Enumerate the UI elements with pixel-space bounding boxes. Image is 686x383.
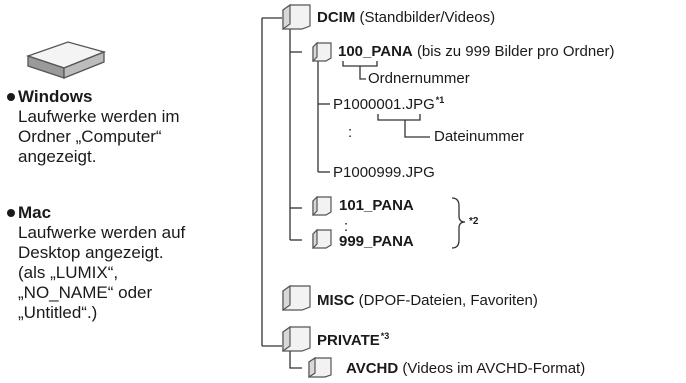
folder-icon: [280, 325, 312, 357]
windows-section: Windows Laufwerke werden im Ordner „Comp…: [7, 87, 180, 167]
folder-icon: [307, 356, 333, 383]
mac-line-2: Desktop angezeigt.: [18, 243, 164, 262]
mac-line-5: „Untitled“.): [18, 303, 98, 322]
pana100-name: 100_PANA: [338, 43, 413, 60]
file-first-mark: *1: [435, 95, 445, 105]
bullet-icon: [7, 93, 15, 101]
folder-icon: [280, 284, 312, 316]
dcim-name: DCIM: [317, 9, 356, 26]
avchd-desc: (Videos im AVCHD-Format): [402, 360, 586, 377]
mac-section: Mac Laufwerke werden auf Desktop angezei…: [7, 203, 185, 323]
dcim-row: DCIM (Standbilder/Videos): [317, 9, 495, 27]
misc-name: MISC: [317, 292, 355, 309]
private-name: PRIVATE: [317, 332, 380, 349]
folder-icon: [311, 195, 333, 221]
mac-line-3: (als „LUMIX“,: [18, 263, 119, 282]
mac-line-4: „NO_NAME“ oder: [18, 283, 153, 302]
folder-icon: [280, 3, 312, 35]
file-first-row: P1000001.JPG*1: [333, 95, 445, 115]
colon-2: :: [344, 218, 349, 235]
windows-title: Windows: [18, 87, 93, 106]
folder-icon: [311, 41, 333, 67]
misc-desc: (DPOF-Dateien, Favoriten): [358, 292, 538, 309]
mac-title: Mac: [18, 203, 52, 222]
drive-icon: [24, 38, 108, 87]
avchd-row: AVCHD (Videos im AVCHD-Format): [346, 360, 585, 378]
mac-line-1: Laufwerke werden auf: [18, 223, 186, 242]
colon-1: :: [348, 124, 353, 141]
misc-row: MISC (DPOF-Dateien, Favoriten): [317, 292, 538, 310]
windows-line-3: angezeigt.: [18, 147, 97, 166]
windows-line-2: Ordner „Computer“: [18, 127, 162, 146]
folder-icon: [311, 228, 333, 254]
pana999-name: 999_PANA: [339, 233, 414, 250]
avchd-name: AVCHD: [346, 360, 399, 377]
bullet-icon: [7, 209, 15, 217]
dcim-desc: (Standbilder/Videos): [359, 9, 496, 26]
private-row: PRIVATE*3: [317, 331, 390, 351]
file-number-label: Dateinummer: [434, 128, 525, 145]
private-mark: *3: [380, 331, 390, 341]
file-first-name: P1000001.JPG: [333, 96, 435, 113]
brace-note: *2: [469, 216, 479, 227]
windows-line-1: Laufwerke werden im: [18, 107, 180, 126]
folder-number-label: Ordnernummer: [368, 70, 470, 87]
pana100-desc: (bis zu 999 Bilder pro Ordner): [416, 43, 615, 60]
file-last: P1000999.JPG: [333, 164, 435, 181]
pana101-name: 101_PANA: [339, 197, 414, 214]
pana100-row: 100_PANA (bis zu 999 Bilder pro Ordner): [338, 43, 615, 61]
